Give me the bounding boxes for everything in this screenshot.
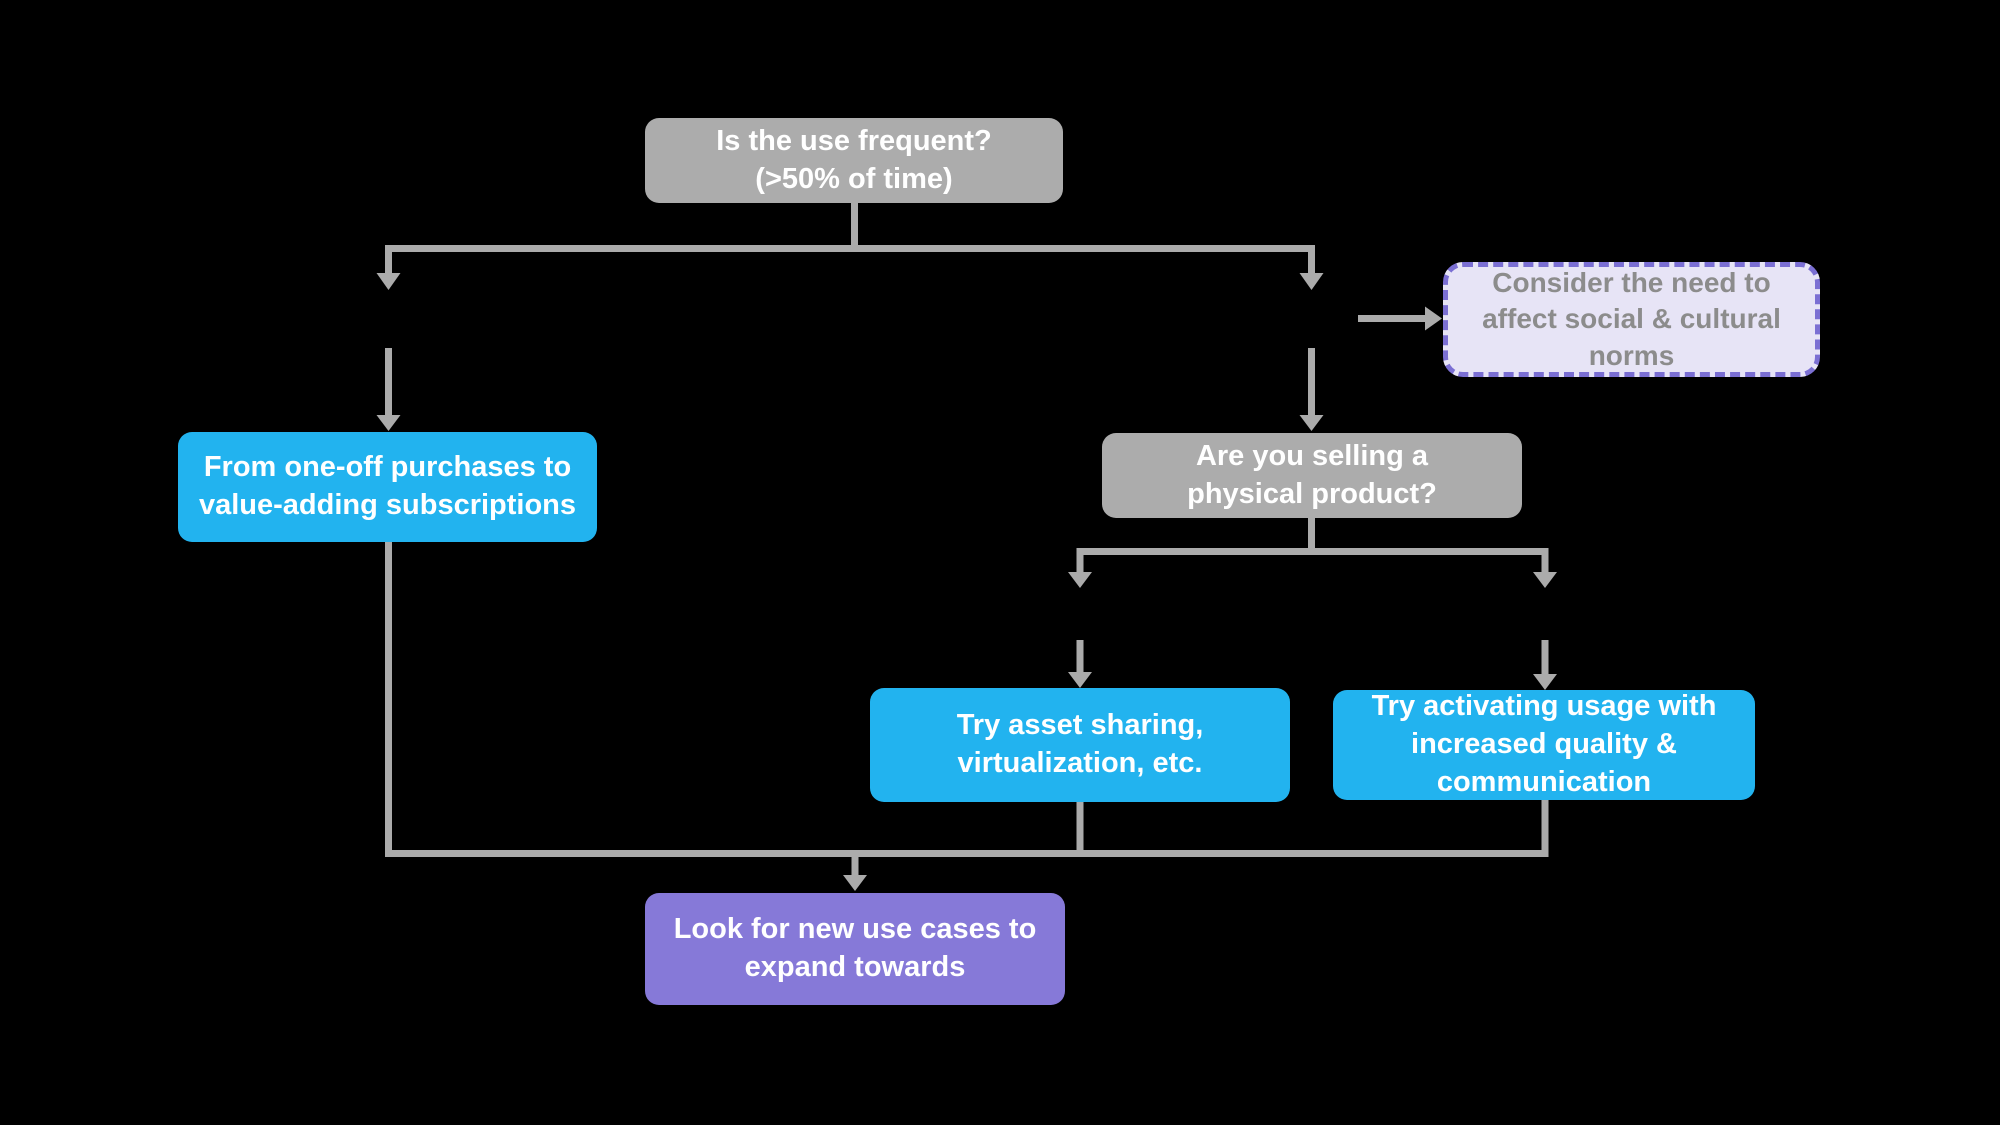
edge-to-norms-note (1358, 306, 1442, 331)
node-question-physical-product-label: Are you selling a physical product? (1187, 439, 1437, 510)
node-action-asset-sharing-label: Try asset sharing, virtualization, etc. (956, 709, 1204, 779)
edge-frequent-stem (385, 203, 1315, 252)
edge-frequent-to-subscriptions (376, 245, 401, 431)
node-note-social-cultural-norms-label: Consider the need to affect social & cul… (1482, 266, 1781, 371)
node-result-new-use-cases: Look for new use cases to expand towards (645, 893, 1065, 1005)
node-action-asset-sharing: Try asset sharing, virtualization, etc. (870, 688, 1290, 802)
node-action-subscriptions-label: From one-off purchases to value-adding s… (198, 451, 577, 521)
node-question-use-frequency-label: Is the use frequent? (>50% of time) (716, 124, 992, 195)
edge-frequent-to-physical (1299, 245, 1324, 431)
edge-physical-stem (1076, 518, 1549, 555)
node-action-subscriptions: From one-off purchases to value-adding s… (178, 432, 597, 542)
node-question-physical-product: Are you selling a physical product? (1102, 433, 1522, 518)
edge-physical-to-sharing (1068, 548, 1092, 688)
node-question-use-frequency: Is the use frequent? (>50% of time) (645, 118, 1063, 203)
edge-merge-collector (385, 542, 1549, 857)
edge-to-new-use-cases (843, 853, 867, 891)
node-note-social-cultural-norms: Consider the need to affect social & cul… (1443, 262, 1820, 377)
node-action-activating-usage: Try activating usage with increased qual… (1333, 690, 1755, 800)
edge-physical-to-activating (1533, 548, 1557, 690)
node-result-new-use-cases-label: Look for new use cases to expand towards (673, 913, 1037, 983)
node-action-activating-usage-label: Try activating usage with increased qual… (1371, 690, 1717, 798)
